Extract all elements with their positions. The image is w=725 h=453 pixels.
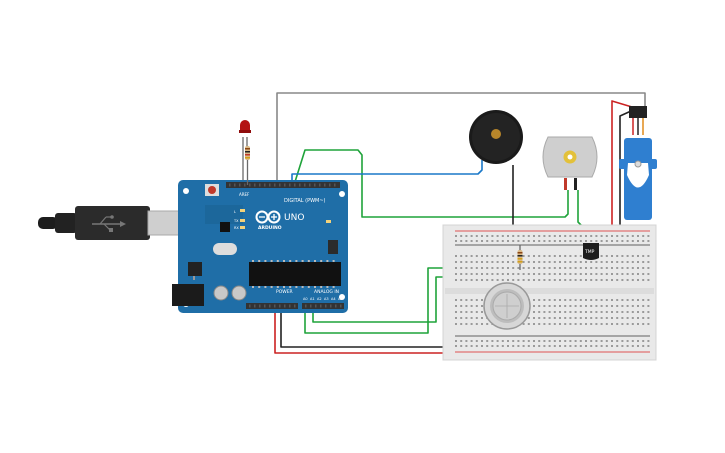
resistor-breadboard[interactable]: [517, 245, 523, 270]
analog-header-label: ANALOG IN: [314, 289, 339, 295]
digital-header[interactable]: [226, 182, 340, 188]
capacitor: [231, 285, 247, 301]
arduino-logo: [255, 210, 281, 224]
usb-cable[interactable]: [38, 206, 181, 240]
capacitor: [213, 285, 229, 301]
pin-label-a1: A1: [310, 297, 315, 301]
servo-connector[interactable]: [629, 106, 647, 118]
voltage-regulator: [188, 262, 202, 276]
breadboard[interactable]: [442, 224, 657, 361]
terminal-rows-top: [455, 255, 650, 281]
crystal: [213, 243, 237, 255]
wire-green-motor-2: [577, 190, 586, 230]
temperature-sensor[interactable]: TMP: [583, 243, 599, 260]
led-label-l: L: [234, 210, 236, 214]
wire-blue-buzzer: [291, 160, 483, 185]
power-header[interactable]: [246, 303, 298, 309]
board-model: UNO: [284, 213, 304, 223]
analog-header[interactable]: [302, 303, 344, 309]
tmp-label: TMP: [584, 249, 595, 255]
wire-green-motor: [293, 149, 569, 218]
resistor-led[interactable]: [245, 146, 250, 185]
pin-label-aref: AREF: [239, 192, 250, 197]
wire-red-servo: [611, 100, 633, 232]
atmega-chip: [249, 262, 341, 286]
power-header-label: POWER: [276, 289, 293, 295]
led-label-tx: TX: [233, 219, 239, 223]
pin-label-a2: A2: [317, 297, 322, 301]
power-jack[interactable]: [172, 284, 204, 306]
pin-label-a0: A0: [303, 297, 308, 301]
usb-icon: [92, 215, 126, 232]
arduino-uno[interactable]: AREF DIGITAL (PWM~) UNO ARDUINO L TX RX: [172, 180, 348, 313]
gas-sensor[interactable]: [483, 282, 531, 330]
wire-gray-servo-signal: [276, 92, 646, 185]
pin-label-a3: A3: [324, 297, 329, 301]
micro-servo[interactable]: [619, 106, 657, 220]
analog-pin-labels: A0 A1 A2 A3 A4 A5: [303, 297, 343, 301]
reset-button[interactable]: [205, 184, 219, 196]
dc-motor[interactable]: [542, 136, 598, 190]
led-red[interactable]: [239, 120, 251, 133]
piezo-buzzer[interactable]: [469, 110, 523, 164]
pin-label-a5: A5: [338, 297, 343, 301]
pin-label-a4: A4: [331, 297, 336, 301]
led-label-rx: RX: [234, 226, 239, 230]
board-brand: ARDUINO: [258, 225, 282, 231]
digital-header-label: DIGITAL (PWM~): [284, 198, 326, 204]
